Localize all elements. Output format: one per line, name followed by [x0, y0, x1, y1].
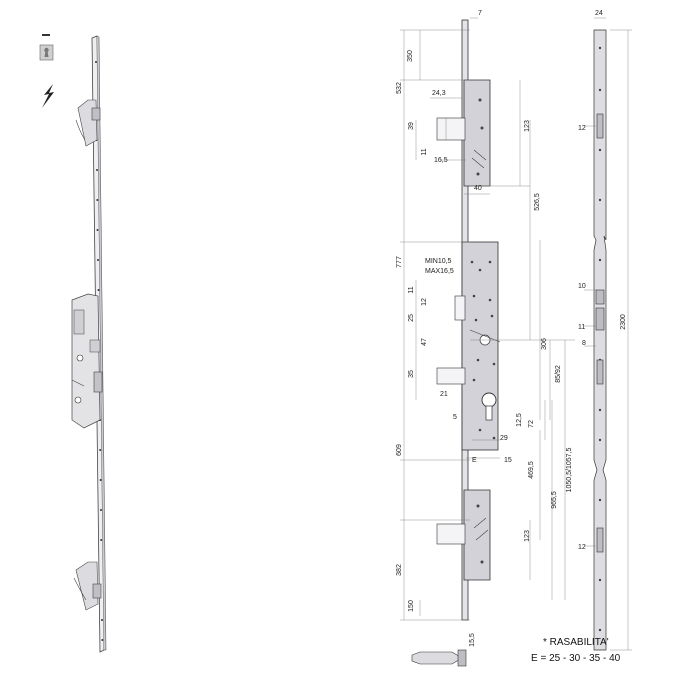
- dim-123b: 123: [524, 530, 531, 542]
- dim-85-92: 85/92: [555, 365, 562, 383]
- dim-72: 72: [528, 420, 535, 428]
- dim-24-3: 24,3: [432, 90, 446, 97]
- key-cylinder-icon: [39, 44, 54, 61]
- bolt-icon: [42, 84, 54, 108]
- dash-icon: [42, 34, 50, 36]
- dim-side-8: 8: [582, 340, 586, 347]
- dim-469-5: 469,5: [528, 461, 535, 479]
- dim-7: 7: [478, 10, 482, 17]
- dim-1050-5: 1050,5/1057,5: [566, 448, 573, 493]
- dim-526-5: 526,5: [534, 193, 541, 211]
- dim-side-12a: 12: [578, 125, 586, 132]
- dim-e: E: [472, 457, 477, 464]
- dim-350: 350: [407, 50, 414, 62]
- dim-47: 47: [421, 338, 428, 346]
- dim-306: 306: [541, 338, 548, 350]
- dim-12: 12: [421, 298, 428, 306]
- dim-r5: 5: [453, 414, 457, 421]
- dim-side-10: 10: [578, 283, 586, 290]
- dim-15: 15: [504, 457, 512, 464]
- dim-29: 29: [500, 435, 508, 442]
- dim-35: 35: [408, 370, 415, 378]
- dim-2300: 2300: [620, 314, 627, 330]
- dim-965-5: 965,5: [551, 491, 558, 509]
- dimension-lines: [400, 17, 575, 621]
- dim-40: 40: [474, 185, 482, 192]
- rasabilita-note: * RASABILITA': [543, 637, 609, 648]
- dim-150: 150: [408, 600, 415, 612]
- dim-21: 21: [440, 391, 448, 398]
- lock-front-view: [411, 19, 501, 667]
- dim-side-12b: 12: [578, 544, 586, 551]
- dim-11b: 11: [408, 286, 415, 293]
- dim-max: MAX16,5: [425, 268, 454, 275]
- dim-12-5: 12,5: [516, 413, 523, 427]
- dim-532: 532: [396, 82, 403, 94]
- dim-25: 25: [408, 314, 415, 322]
- dim-609: 609: [396, 444, 403, 456]
- dim-min: MIN10,5: [425, 258, 452, 265]
- dim-side-11: 11: [578, 324, 585, 331]
- dim-15-5: 15,5: [469, 633, 476, 647]
- dim-123: 123: [524, 120, 531, 132]
- lock-side-view: [584, 17, 632, 651]
- dim-382: 382: [396, 564, 403, 576]
- e-values-note: E = 25 - 30 - 35 - 40: [531, 653, 621, 664]
- dim-24: 24: [595, 10, 603, 17]
- dim-39: 39: [408, 122, 415, 130]
- lock-perspective-view: [71, 35, 107, 653]
- dim-11: 11: [421, 148, 428, 155]
- dim-777: 777: [396, 256, 403, 268]
- dim-16-5: 16,5: [434, 157, 448, 164]
